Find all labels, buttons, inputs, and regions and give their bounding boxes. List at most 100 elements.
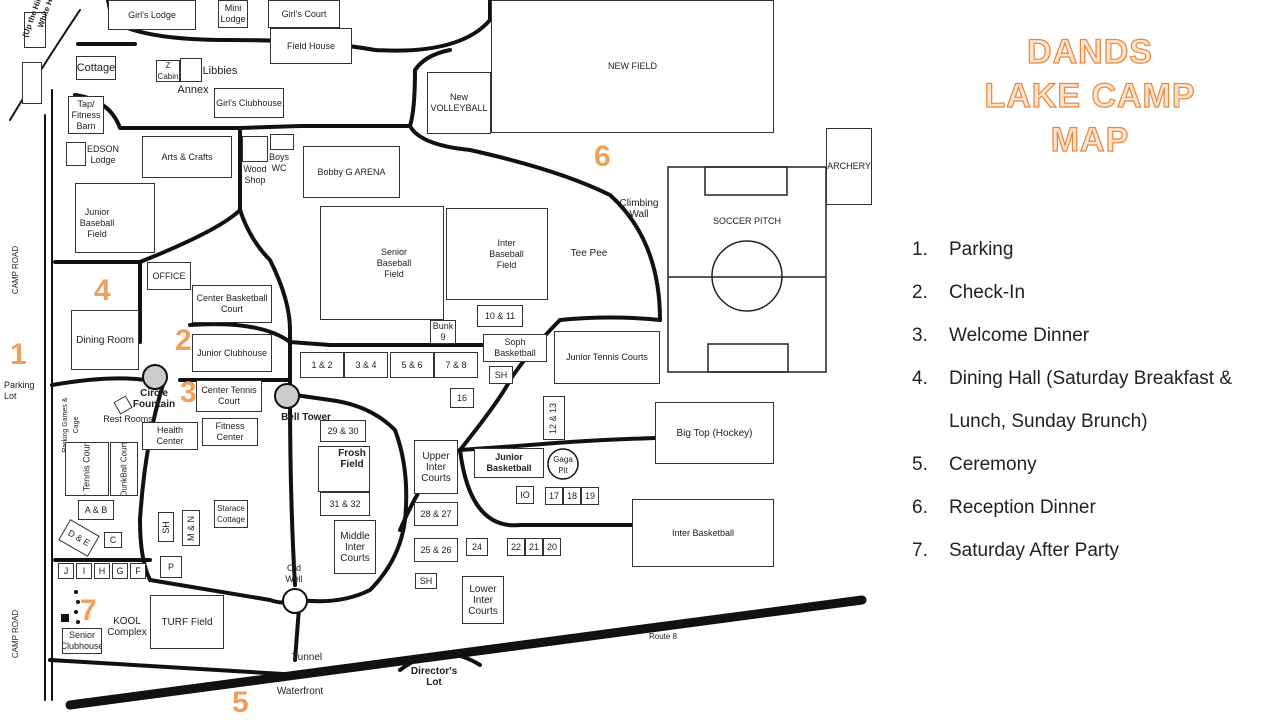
bunk-1-2: 1 & 2: [300, 352, 344, 378]
legend-item: 7.Saturday After Party: [912, 540, 1120, 561]
marker-3: 3: [180, 376, 197, 409]
map-title: DANDS LAKE CAMP MAP: [960, 30, 1220, 162]
bunk-31-32: 31 & 32: [320, 492, 370, 516]
bunk-m-n: M & N: [182, 510, 200, 546]
new-volleyball: New VOLLEYBALL: [427, 72, 491, 134]
starace-cottage: Starace Cottage: [214, 500, 248, 528]
upper-inter-courts: Upper Inter Courts: [414, 440, 458, 494]
camp-road-label-top: CAMP ROAD: [11, 245, 20, 295]
route-8: Route 8: [648, 632, 678, 641]
health-center: Health Center: [142, 422, 198, 450]
girls-clubhouse: Girl's Clubhouse: [214, 88, 284, 118]
directors-lot: Director's Lot: [410, 666, 458, 688]
junior-clubhouse: Junior Clubhouse: [192, 334, 272, 372]
waterfront: Waterfront: [276, 686, 324, 697]
bunk-p: P: [160, 556, 182, 578]
lower-inter-courts: Lower Inter Courts: [462, 576, 504, 624]
new-field: NEW FIELD: [491, 0, 774, 133]
center-tennis-court: Center Tennis Court: [196, 380, 262, 412]
marker-2: 2: [175, 324, 192, 357]
marker-4: 4: [94, 274, 111, 307]
tap-fitness-barn: Tap/ Fitness Barn: [68, 96, 104, 134]
title-line-2: LAKE CAMP: [984, 76, 1196, 115]
frosh-field: Frosh Field: [318, 446, 370, 492]
bunk-17: 17: [545, 487, 563, 505]
bunk-18: 18: [563, 487, 581, 505]
bunk-5-6: 5 & 6: [390, 352, 434, 378]
field-house: Field House: [270, 28, 352, 64]
bunk-25-26: 25 & 26: [414, 538, 458, 562]
legend-item: 4.Dining Hall (Saturday Breakfast & Lunc…: [912, 368, 1233, 432]
legend-item: 3.Welcome Dinner: [912, 325, 1090, 346]
legend-item: 2.Check-In: [912, 282, 1026, 303]
sh-3: SH: [415, 573, 437, 589]
soccer-pitch: SOCCER PITCH: [712, 216, 781, 226]
ten-eleven: 10 & 11: [477, 305, 523, 327]
bunk-f: F: [130, 563, 146, 579]
dining-room: Dining Room: [71, 310, 139, 370]
marker-5: 5: [232, 686, 249, 719]
sh-1: SH: [489, 366, 513, 384]
bunk-19: 19: [581, 487, 599, 505]
bunk-20: 20: [543, 538, 561, 556]
libbies: Libbies: [202, 65, 238, 77]
z-cabin: Z Cabin: [156, 60, 180, 82]
fitness-center: Fitness Center: [202, 418, 258, 446]
legend-list: 1.Parking 2.Check-In 3.Welcome Dinner 4.…: [912, 228, 1272, 572]
center-basketball-court: Center Basketball Court: [192, 285, 272, 323]
title-line-3: MAP: [1050, 120, 1130, 159]
rest-rooms: Rest Rooms: [103, 414, 153, 424]
bobby-g-arena: Bobby G ARENA: [303, 146, 400, 198]
bell-tower: Bell Tower: [281, 412, 331, 423]
climbing-wall: Climbing Wall: [619, 198, 659, 220]
white-house-box: [24, 12, 46, 48]
tunnel: Tunnel: [291, 652, 323, 663]
bunk-28-27: 28 & 27: [414, 502, 458, 526]
old-well: Old Well: [285, 563, 303, 584]
camp-road-label-bottom: CAMP ROAD: [11, 609, 20, 659]
bunk-24: 24: [466, 538, 488, 556]
circle-fountain: Circle Fountain: [132, 388, 176, 410]
legend-item: 5.Ceremony: [912, 454, 1037, 475]
bunk-29-30: 29 & 30: [320, 420, 366, 442]
laundry-box: [22, 62, 42, 104]
bunk-g: G: [112, 563, 128, 579]
junior-tennis-courts: Junior Tennis Courts: [554, 331, 660, 384]
sh-2: SH: [158, 512, 174, 542]
marker-7: 7: [80, 594, 97, 627]
camp-map: Girl's Lodge Mini Lodge Girl's Court Fie…: [4, 0, 872, 719]
office: OFFICE: [147, 262, 191, 290]
tee-pee: Tee Pee: [570, 248, 608, 259]
sr-tennis-courts: Sr Tennis Courts: [65, 442, 109, 496]
turf-field: TURF Field: [150, 595, 224, 649]
kool-complex: KOOL Complex: [107, 616, 147, 638]
title-line-1: DANDS: [1026, 32, 1153, 71]
bunk-a-b: A & B: [78, 500, 114, 520]
big-top-hockey: Big Top (Hockey): [655, 402, 774, 464]
girls-court: Girl's Court: [268, 0, 340, 28]
annex: Annex: [177, 84, 209, 96]
io: IO: [516, 486, 534, 504]
soph-basketball: Soph Basketball: [483, 334, 547, 362]
legend-item: 6.Reception Dinner: [912, 497, 1096, 518]
middle-inter-courts: Middle Inter Courts: [334, 520, 376, 574]
arts-crafts: Arts & Crafts: [142, 136, 232, 178]
wood-shop: Wood Shop: [243, 164, 267, 185]
junior-baseball-field: Junior Baseball Field: [75, 183, 155, 253]
bunk-9: Bunk 9: [430, 320, 456, 344]
bunk-c: C: [104, 532, 122, 548]
mini-lodge: Mini Lodge: [218, 0, 248, 28]
bunk-16: 16: [450, 388, 474, 408]
senior-clubhouse: Senior Clubhouse: [62, 628, 102, 654]
bunk-j: J: [58, 563, 74, 579]
archery: ARCHERY: [826, 128, 872, 205]
senior-baseball-field: Senior Baseball Field: [320, 206, 444, 320]
gaga-pit: Gaga Pit: [553, 455, 573, 475]
bunk-i: I: [76, 563, 92, 579]
legend-item: 1.Parking: [912, 239, 1014, 260]
marker-1: 1: [10, 338, 27, 371]
bunk-12-13: 12 & 13: [543, 396, 565, 440]
bunk-h: H: [94, 563, 110, 579]
inter-baseball-field: Inter Baseball Field: [446, 208, 548, 300]
junior-basketball: Junior Basketball: [474, 448, 544, 478]
